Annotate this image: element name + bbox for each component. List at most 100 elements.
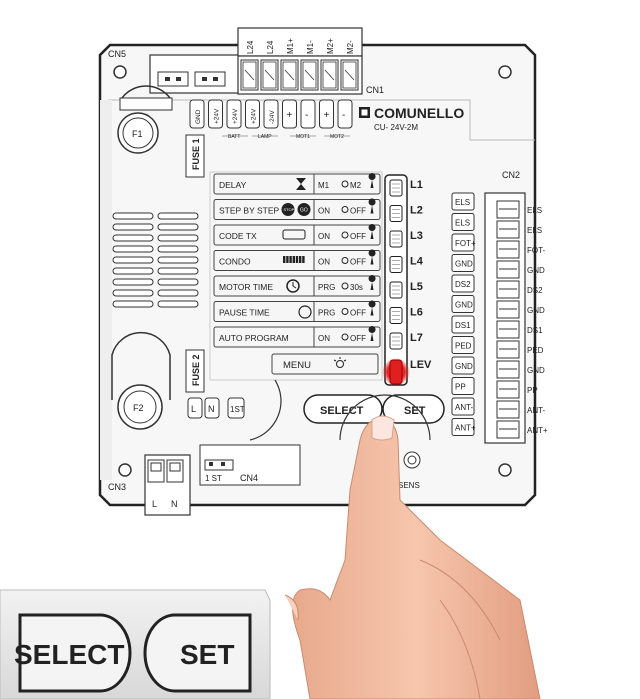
led-label: L1 [410, 179, 423, 191]
svg-text:N: N [171, 499, 178, 509]
top-terminal-label: + [324, 110, 330, 121]
svg-text:SET: SET [180, 639, 234, 670]
svg-text:FUSE 1: FUSE 1 [191, 138, 201, 170]
cn2-terminal-label: DS2 [527, 286, 543, 295]
top-group-label: BATT [228, 134, 240, 140]
cn1-screw-slot [342, 61, 357, 89]
top-terminal [263, 99, 279, 129]
inner-terminal [451, 233, 475, 252]
fuse1-label: FUSE 1 [185, 134, 205, 178]
inner-terminal-label: ANT+ [455, 424, 476, 433]
vent-slot [112, 289, 154, 297]
cn1-screw-slot [262, 61, 277, 89]
svg-text:1ST: 1ST [230, 405, 245, 414]
menu-item-option: ON [318, 334, 330, 343]
menu-item-option: M1 [318, 181, 330, 190]
set-button[interactable]: SET [382, 394, 445, 424]
cn2-terminal-label: ELS [527, 226, 542, 235]
menu-row-box [213, 301, 381, 322]
cn2-terminal-label: PP [527, 386, 538, 395]
menu-item-option: ON [318, 232, 330, 241]
inner-terminal-label: DS2 [455, 280, 471, 289]
vent-slot [112, 223, 154, 231]
inner-terminal-label: GND [455, 260, 473, 269]
cn2-terminal-label: GND [527, 266, 545, 275]
vent-slot [157, 267, 199, 275]
inner-terminal [451, 356, 475, 375]
menu-item-value: OFF [350, 232, 366, 241]
condo-icon-bar [286, 256, 289, 263]
condo-icon-bar [302, 256, 305, 263]
cn2-terminal-label: PED [527, 346, 544, 355]
cn1-terminal-label: L24 [246, 40, 255, 54]
led-label: L4 [410, 256, 424, 268]
menu-item-option: ON [318, 258, 330, 267]
top-terminal [300, 99, 316, 129]
condo-icon-bar [289, 256, 292, 263]
zoom-select-button: SELECT [14, 613, 132, 693]
menu-item-value: OFF [350, 334, 366, 343]
menu-item-option: PRG [318, 309, 335, 318]
bulb-off-icon [341, 333, 349, 341]
svg-text:CN3: CN3 [108, 482, 126, 492]
go-icon [297, 203, 311, 216]
menu-row-box [213, 199, 381, 220]
go-icon-label: GO [300, 208, 308, 214]
vent-slot [157, 278, 199, 286]
active-led [389, 359, 403, 385]
inner-terminal-label: PP [455, 383, 466, 392]
top-group-label: MOT1 [296, 134, 310, 140]
svg-text:SELECT: SELECT [14, 639, 124, 670]
inner-terminal [451, 254, 475, 272]
vent-slot [112, 245, 154, 253]
inner-terminal-label: ELS [455, 198, 470, 207]
inner-terminal [451, 192, 475, 211]
pointing-finger-icon [284, 415, 541, 699]
menu-icon [333, 357, 347, 368]
ventilation-slots [112, 212, 199, 308]
cn1-terminal-label: M1+ [286, 38, 295, 54]
svg-text:F2: F2 [133, 403, 144, 413]
remote-icon [282, 229, 306, 240]
led-label: L7 [410, 332, 423, 344]
cn2-terminal-label: GND [527, 306, 545, 315]
svg-text:CU- 24V-2M: CU- 24V-2M [374, 123, 418, 132]
svg-text:L: L [191, 404, 196, 414]
svg-text:CN2: CN2 [502, 170, 520, 180]
bulb-on-icon [368, 326, 376, 341]
led-label: L6 [410, 307, 423, 319]
menu-row-box [213, 173, 381, 195]
inner-terminal [451, 418, 475, 436]
vent-slot [157, 300, 199, 308]
top-terminal [319, 99, 334, 129]
top-terminal-label: +24V [232, 108, 239, 124]
cn1-terminal-label: M1- [306, 40, 315, 54]
svg-text:CN5: CN5 [108, 49, 126, 59]
cn3-cn4-connectors: CN3 L N 1 ST CN4 [108, 444, 301, 516]
svg-text:SENS: SENS [398, 481, 420, 490]
menu-item-value: M2 [350, 181, 362, 190]
inner-terminal [451, 295, 475, 313]
menu-label: MENU [283, 360, 311, 371]
hourglass-icon [296, 178, 306, 190]
vent-slot [157, 223, 199, 231]
inner-terminal [451, 377, 475, 395]
inner-terminal [451, 315, 475, 334]
svg-text:SET: SET [404, 405, 426, 417]
bulb-off-icon [341, 282, 349, 290]
vent-slot [112, 256, 154, 264]
inner-terminal-label: ANT- [455, 403, 474, 412]
vent-slot [157, 245, 199, 253]
bulb-off-icon [341, 180, 349, 188]
select-button[interactable]: SELECT [303, 394, 383, 424]
inner-terminal [451, 274, 475, 293]
cn2-terminal-label: ELS [527, 206, 542, 215]
lev-label: LEV [410, 359, 432, 371]
menu-item-name: STEP BY STEP [219, 206, 279, 216]
cn2-terminal-label: FOT- [527, 246, 546, 255]
